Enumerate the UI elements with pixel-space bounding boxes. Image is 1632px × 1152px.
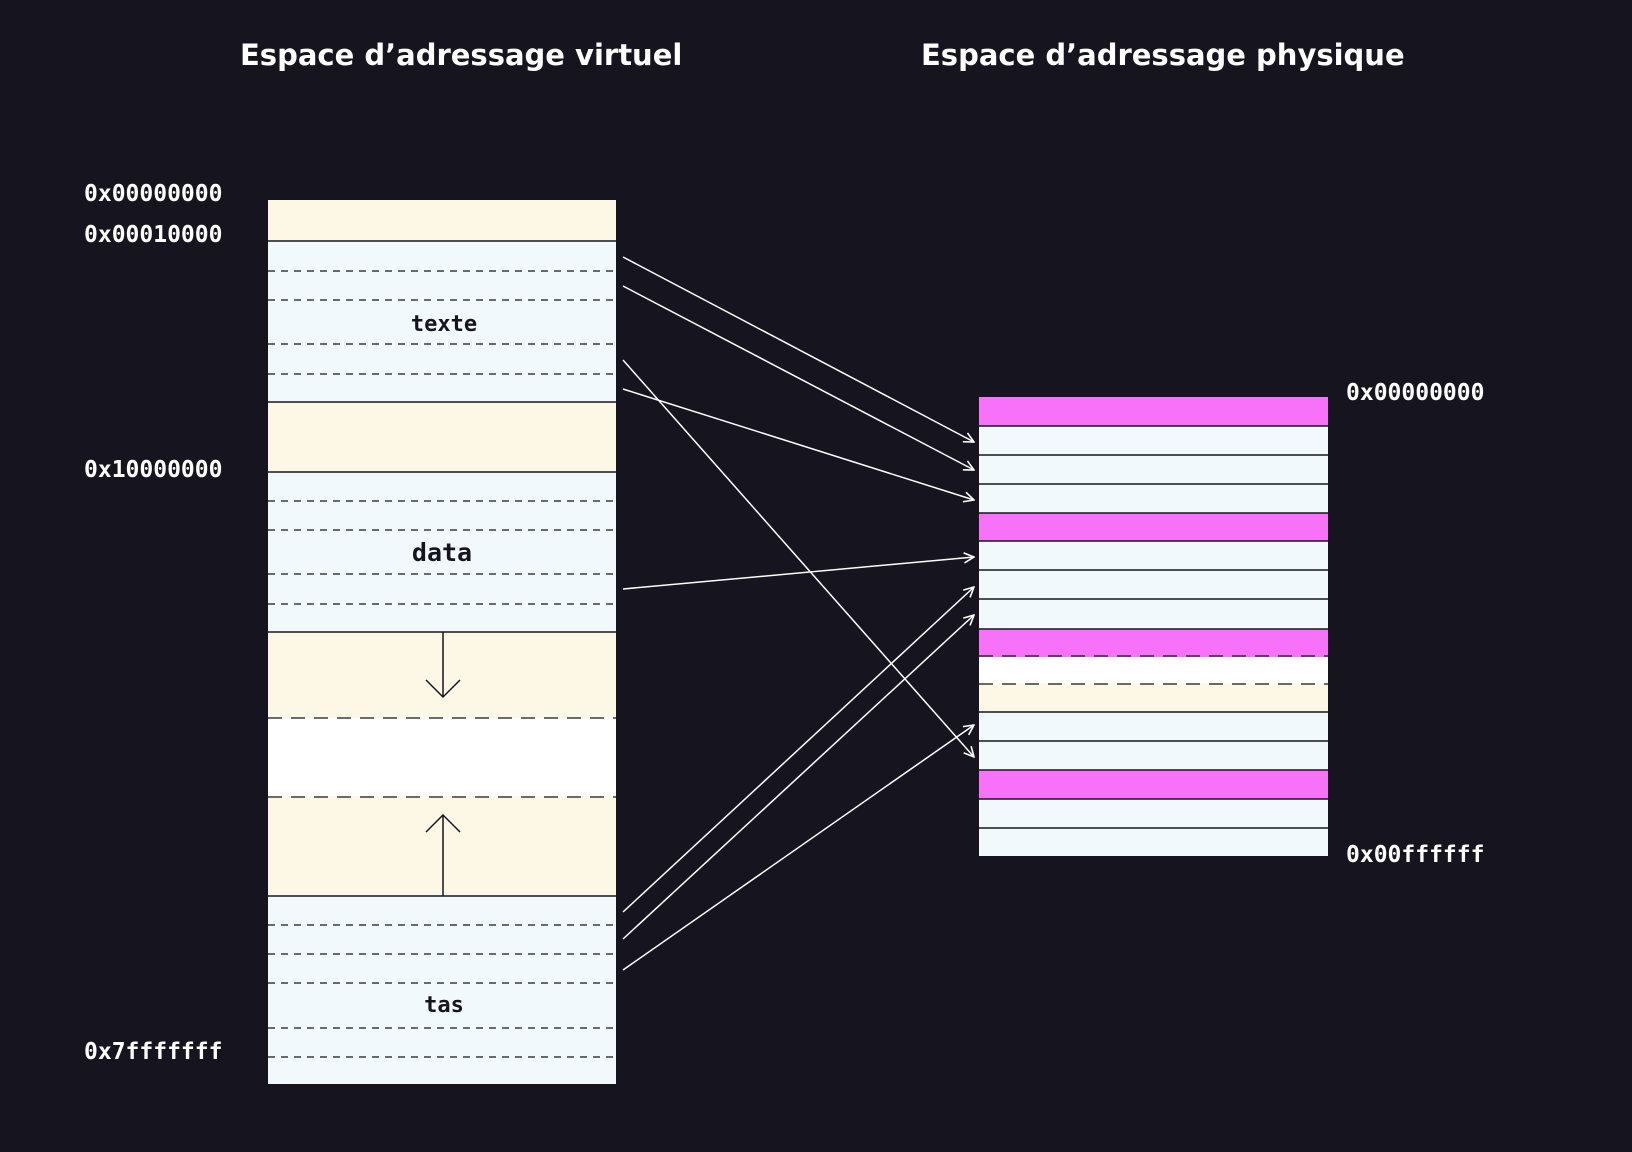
mapping-arrow-text-3 (622, 359, 974, 757)
text-segment-label: texte (411, 312, 477, 337)
mapping-arrow-text-2 (622, 285, 974, 470)
virtual-space-column: texte data tas (268, 200, 616, 1084)
mapping-arrow-heap-2 (622, 615, 974, 940)
virtual-address-end: 0x7fffffff (84, 1039, 223, 1065)
physical-frame-kernel-3 (979, 629, 1328, 657)
virtual-reserved-region (268, 200, 616, 241)
physical-space-title: Espace d’adressage physique (921, 38, 1405, 72)
growth-arrows (425, 632, 461, 896)
physical-frame-borders (979, 425, 1328, 829)
mapping-arrow-heap-1 (622, 587, 974, 913)
mapping-arrow-data-1 (622, 557, 974, 590)
physical-space-column (979, 397, 1328, 856)
virtual-gap-region (268, 718, 616, 796)
physical-frames-group-2 (979, 541, 1328, 629)
physical-frame-kernel-1 (979, 397, 1328, 426)
data-segment-label: data (412, 538, 472, 567)
virtual-growth-down-region (268, 632, 616, 718)
virtual-page-dividers (268, 270, 616, 1058)
virtual-gap-borders (268, 717, 616, 798)
virtual-unused-region (268, 402, 616, 472)
mapping-arrow-text-1 (622, 256, 974, 442)
mapping-arrow-text-4 (622, 388, 974, 500)
virtual-data-segment (268, 472, 616, 632)
virtual-heap-segment (268, 896, 616, 1084)
physical-address-start: 0x00000000 (1346, 380, 1485, 406)
virtual-text-segment (268, 241, 616, 402)
arrow-up-icon (425, 813, 461, 833)
virtual-address-start: 0x00000000 (84, 181, 223, 207)
page-mapping-arrows (622, 256, 974, 971)
virtual-growth-up-region (268, 796, 616, 896)
physical-address-end: 0x00ffffff (1346, 842, 1485, 868)
virtual-space-title: Espace d’adressage virtuel (240, 38, 683, 72)
virtual-segment-borders (268, 240, 616, 897)
physical-gap-region (979, 657, 1328, 683)
physical-gap-borders (979, 655, 1328, 685)
physical-frames-group-1 (979, 426, 1328, 513)
physical-frame-kernel-2 (979, 513, 1328, 541)
virtual-address-text-start: 0x00010000 (84, 222, 223, 248)
mapping-arrow-heap-3 (622, 725, 974, 971)
physical-frame-kernel-4 (979, 770, 1328, 799)
virtual-address-data-start: 0x10000000 (84, 457, 223, 483)
physical-free-frame (979, 683, 1328, 712)
arrow-down-icon (425, 679, 461, 699)
heap-segment-label: tas (424, 993, 464, 1018)
